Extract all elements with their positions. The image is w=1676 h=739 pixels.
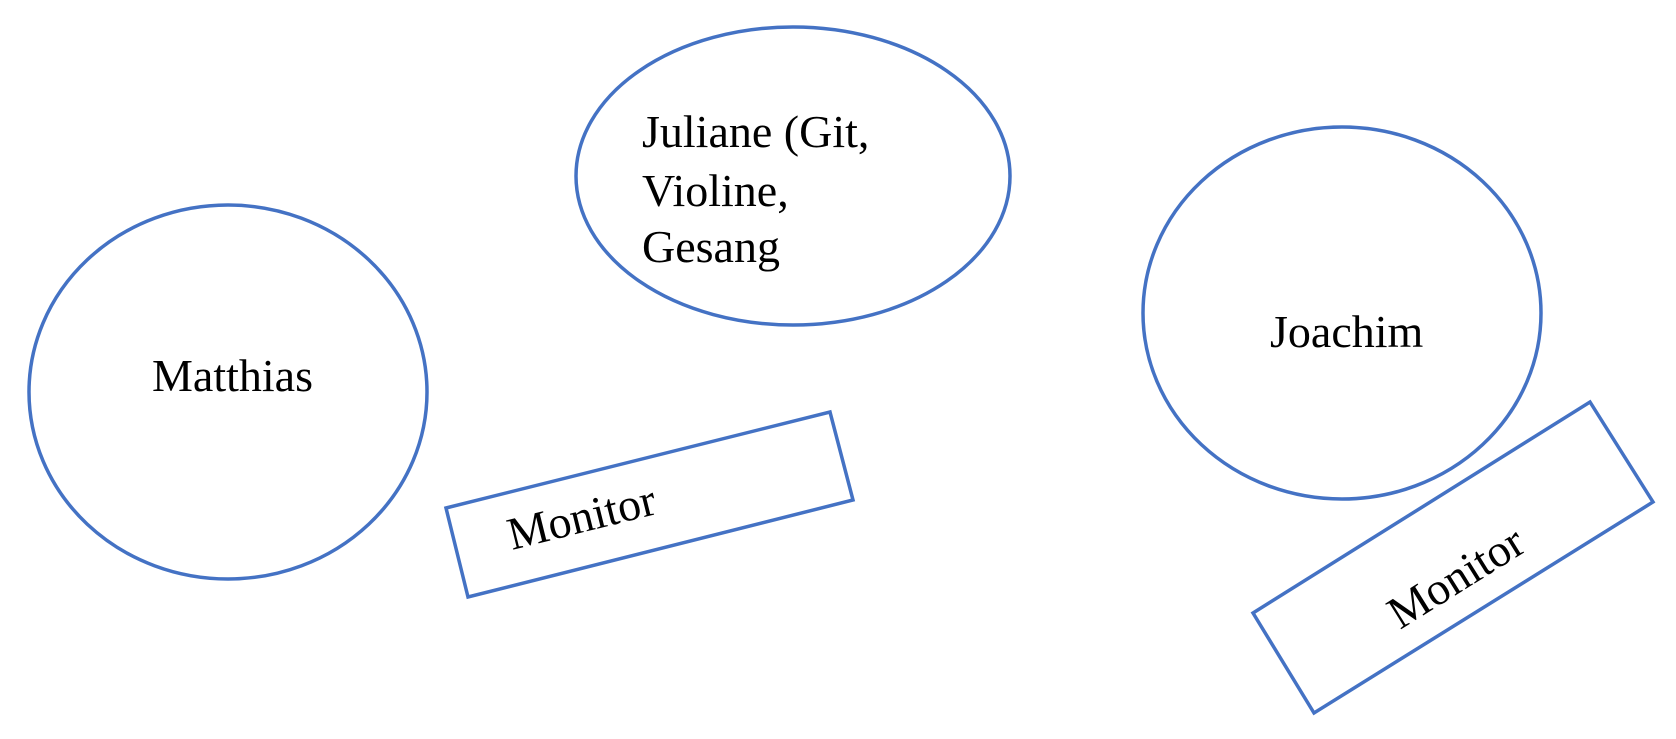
matthias-label: Matthias (152, 350, 313, 401)
monitor-left-box (443, 409, 856, 600)
monitor-left: Monitor (443, 409, 856, 600)
joachim-label: Joachim (1270, 306, 1424, 357)
matthias-circle (27, 203, 429, 581)
juliane-label-line-3: Gesang (642, 221, 780, 272)
juliane-label-line-1: Juliane (Git, (642, 106, 869, 157)
person-joachim: Joachim (1141, 125, 1543, 501)
juliane-ellipse (574, 25, 1012, 327)
person-matthias: Matthias (27, 203, 429, 581)
person-juliane: Juliane (Git, Violine, Gesang (574, 25, 1012, 327)
juliane-label-line-2: Violine, (642, 165, 789, 216)
joachim-circle (1141, 125, 1543, 501)
monitor-right-box (1250, 399, 1656, 716)
